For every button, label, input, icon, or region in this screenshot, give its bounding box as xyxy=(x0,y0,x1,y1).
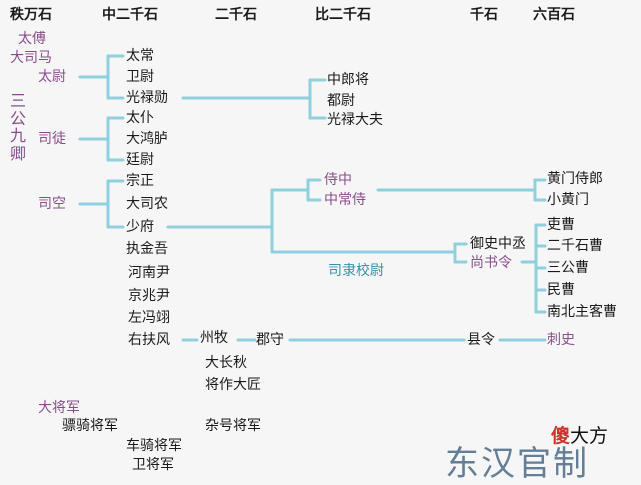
tingwei-label: 廷尉 xyxy=(126,152,154,168)
huangmenshilang-label: 黄门侍郎 xyxy=(547,171,603,187)
mincao-label: 民曹 xyxy=(547,282,575,298)
taipu-label: 太仆 xyxy=(126,110,154,126)
junshou-label: 郡守 xyxy=(256,332,284,348)
taiwei-label: 太尉 xyxy=(38,69,66,85)
dajiangjun-label: 大将军 xyxy=(38,400,80,416)
piaoqi-label: 骠骑将军 xyxy=(62,418,118,434)
header-erqianshi: 二千石 xyxy=(215,7,257,23)
site-logo: 傻大方 xyxy=(551,421,608,448)
nanbeizhukecao-label: 南北主客曹 xyxy=(547,304,617,320)
sikong-label: 司空 xyxy=(38,196,66,212)
sangong-jiuqing-vertical-label: 三公九卿 xyxy=(10,91,27,163)
zhongchangshi-label: 中常侍 xyxy=(324,192,366,208)
shangshuling-label: 尚书令 xyxy=(470,255,512,271)
header-bierqianshi: 比二千石 xyxy=(315,7,371,23)
yushizhongcheng-label: 御史中丞 xyxy=(470,236,526,252)
zongzheng-label: 宗正 xyxy=(126,173,154,189)
header-liubaishi: 六百石 xyxy=(533,7,575,23)
zahao-label: 杂号将军 xyxy=(205,418,261,434)
taifu-label: 太傅 xyxy=(18,31,46,47)
dasinong-label: 大司农 xyxy=(126,196,168,212)
zhoumu-label: 州牧 xyxy=(200,330,228,346)
henanyin-label: 河南尹 xyxy=(128,265,170,281)
shizhong-label: 侍中 xyxy=(324,172,352,188)
header-qianshi: 千石 xyxy=(470,7,498,23)
logo-red-char: 傻 xyxy=(551,425,571,447)
zuopingyi-label: 左冯翊 xyxy=(128,310,170,326)
youfufeng-label: 右扶风 xyxy=(128,332,170,348)
licao-label: 吏曹 xyxy=(547,217,575,233)
erqianshicao-label: 二千石曹 xyxy=(547,238,603,254)
dasima-label: 大司马 xyxy=(10,50,52,66)
weiwei-label: 卫尉 xyxy=(126,69,154,85)
silixiaowei-label: 司隶校尉 xyxy=(328,263,384,279)
shaofu-label: 少府 xyxy=(126,219,154,235)
guangludafu-label: 光禄大夫 xyxy=(327,112,383,128)
header-zhongerqianshi: 中二千石 xyxy=(102,7,158,23)
zhonglang-label: 中郎将 xyxy=(327,72,369,88)
dahonglu-label: 大鸿胪 xyxy=(126,131,168,147)
sangongcao-label: 三公曹 xyxy=(547,260,589,276)
taichang-label: 太常 xyxy=(126,48,154,64)
situ-label: 司徒 xyxy=(38,131,66,147)
header-zhiwanshi: 秩万石 xyxy=(10,7,52,23)
xianling-label: 县令 xyxy=(467,332,495,348)
duwei-label: 都尉 xyxy=(327,93,355,109)
cheqi-label: 车骑将军 xyxy=(126,438,182,454)
logo-text: 大方 xyxy=(570,425,609,447)
connector-lines xyxy=(78,54,547,342)
cishi-label: 刺史 xyxy=(547,332,575,348)
guanglu-label: 光禄勋 xyxy=(126,90,168,106)
zhijinwu-label: 执金吾 xyxy=(126,241,168,257)
jingzhaoyin-label: 京兆尹 xyxy=(128,288,170,304)
dachangqiu-label: 大长秋 xyxy=(205,355,247,371)
xiaohuangmen-label: 小黄门 xyxy=(547,192,589,208)
jiangzuo-label: 将作大匠 xyxy=(205,377,261,393)
weijiang-label: 卫将军 xyxy=(132,457,174,473)
